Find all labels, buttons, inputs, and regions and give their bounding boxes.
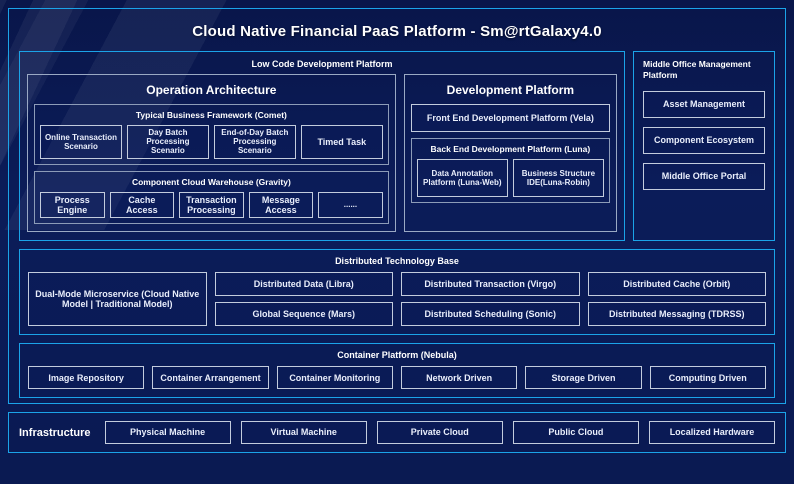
main-platform-panel: Cloud Native Financial PaaS Platform - S… (8, 8, 786, 404)
chip-middle-office-portal[interactable]: Middle Office Portal (643, 162, 765, 190)
chip-data-annotation-platform[interactable]: Data Annotation Platform (Luna-Web) (416, 159, 508, 197)
chip-container-monitoring[interactable]: Container Monitoring (276, 366, 393, 390)
middle-office-management-platform[interactable]: Middle Office Management Platform Asset … (633, 51, 775, 242)
chip-network-driven[interactable]: Network Driven (400, 366, 518, 390)
component-cloud-warehouse-title: Component Cloud Warehouse (Gravity) (131, 176, 291, 187)
distributed-technology-base-panel[interactable]: Distributed Technology Base Dual-Mode Mi… (19, 249, 775, 336)
infrastructure-items: Physical Machine Virtual Machine Private… (104, 421, 775, 444)
operation-architecture-title: Operation Architecture (146, 83, 277, 97)
dtb-column-primary: Dual-Mode Microservice (Cloud Native Mod… (28, 272, 207, 327)
chip-private-cloud[interactable]: Private Cloud (376, 421, 503, 444)
container-platform-panel[interactable]: Container Platform (Nebula) Image Reposi… (19, 343, 775, 399)
chip-public-cloud[interactable]: Public Cloud (512, 421, 639, 444)
low-code-label: Low Code Development Platform (251, 59, 393, 69)
back-end-items: Data Annotation Platform (Luna-Web) Busi… (416, 159, 604, 197)
chip-container-arrangement[interactable]: Container Arrangement (152, 366, 269, 390)
chip-timed-task[interactable]: Timed Task (300, 125, 383, 159)
typical-business-framework-title: Typical Business Framework (Comet) (135, 110, 287, 120)
typical-business-framework-items: Online Transaction Scenario Day Batch Pr… (40, 125, 383, 159)
chip-message-access[interactable]: Message Access (248, 191, 314, 219)
chip-process-engine[interactable]: Process Engine (40, 191, 105, 219)
back-end-development-platform-title: Back End Development Platform (Luna) (430, 144, 591, 154)
dtb-column-1: Distributed Data (Libra) Global Sequence… (214, 272, 393, 327)
chip-cache-access[interactable]: Cache Access (109, 191, 175, 219)
container-platform-title: Container Platform (Nebula) (337, 350, 457, 361)
dtb-column-3: Distributed Cache (Orbit) Distributed Me… (587, 272, 766, 327)
middle-office-items: Asset Management Component Ecosystem Mid… (643, 90, 765, 190)
chip-virtual-machine[interactable]: Virtual Machine (240, 421, 367, 444)
typical-business-framework-block[interactable]: Typical Business Framework (Comet) Onlin… (34, 104, 389, 165)
component-cloud-warehouse-items: Process Engine Cache Access Transaction … (40, 191, 383, 219)
chip-more-ellipsis[interactable]: ...... (318, 191, 383, 219)
chip-asset-management[interactable]: Asset Management (643, 90, 765, 118)
chip-localized-hardware[interactable]: Localized Hardware (648, 421, 775, 444)
platform-stack: Distributed Technology Base Dual-Mode Mi… (9, 249, 785, 399)
chip-dual-mode-microservice[interactable]: Dual-Mode Microservice (Cloud Native Mod… (28, 272, 207, 327)
chip-day-batch-processing-scenario[interactable]: Day Batch Processing Scenario (126, 125, 209, 159)
chip-distributed-scheduling[interactable]: Distributed Scheduling (Sonic) (401, 302, 580, 327)
middle-office-title: Middle Office Management Platform (643, 59, 751, 81)
low-code-columns: Operation Architecture Typical Business … (27, 74, 617, 233)
container-platform-items: Image Repository Container Arrangement C… (28, 366, 766, 390)
operation-architecture-panel[interactable]: Operation Architecture Typical Business … (27, 74, 396, 233)
development-platform-panel[interactable]: Development Platform Front End Developme… (403, 74, 617, 233)
chip-distributed-data[interactable]: Distributed Data (Libra) (214, 272, 393, 297)
page-title: Cloud Native Financial PaaS Platform - S… (192, 23, 602, 40)
chip-physical-machine[interactable]: Physical Machine (104, 421, 231, 444)
chip-global-sequence[interactable]: Global Sequence (Mars) (214, 302, 393, 327)
chip-business-structure-ide[interactable]: Business Structure IDE(Luna-Robin) (512, 159, 604, 197)
chip-end-of-day-batch-processing-scenario[interactable]: End-of-Day Batch Processing Scenario (213, 125, 296, 159)
chip-component-ecosystem[interactable]: Component Ecosystem (643, 126, 765, 154)
infrastructure-label: Infrastructure (19, 426, 91, 439)
development-platform-title: Development Platform (446, 83, 575, 97)
dtb-column-2: Distributed Transaction (Virgo) Distribu… (401, 272, 580, 327)
chip-front-end-development-platform[interactable]: Front End Development Platform (Vela) (410, 104, 610, 132)
chip-computing-driven[interactable]: Computing Driven (649, 366, 766, 390)
low-code-development-platform[interactable]: Low Code Development Platform Operation … (19, 51, 625, 242)
back-end-development-platform-block[interactable]: Back End Development Platform (Luna) Dat… (410, 138, 610, 203)
chip-distributed-cache[interactable]: Distributed Cache (Orbit) (587, 272, 766, 297)
chip-online-transaction-scenario[interactable]: Online Transaction Scenario (40, 125, 122, 159)
distributed-technology-base-columns: Dual-Mode Microservice (Cloud Native Mod… (28, 272, 766, 327)
chip-distributed-messaging[interactable]: Distributed Messaging (TDRSS) (587, 302, 766, 327)
chip-distributed-transaction[interactable]: Distributed Transaction (Virgo) (401, 272, 580, 297)
distributed-technology-base-title: Distributed Technology Base (335, 256, 459, 267)
chip-transaction-processing[interactable]: Transaction Processing (179, 191, 244, 219)
chip-storage-driven[interactable]: Storage Driven (525, 366, 642, 390)
component-cloud-warehouse-block[interactable]: Component Cloud Warehouse (Gravity) Proc… (34, 170, 389, 225)
infrastructure-panel[interactable]: Infrastructure Physical Machine Virtual … (8, 412, 786, 453)
upper-row: Low Code Development Platform Operation … (9, 51, 785, 242)
chip-image-repository[interactable]: Image Repository (28, 366, 145, 390)
